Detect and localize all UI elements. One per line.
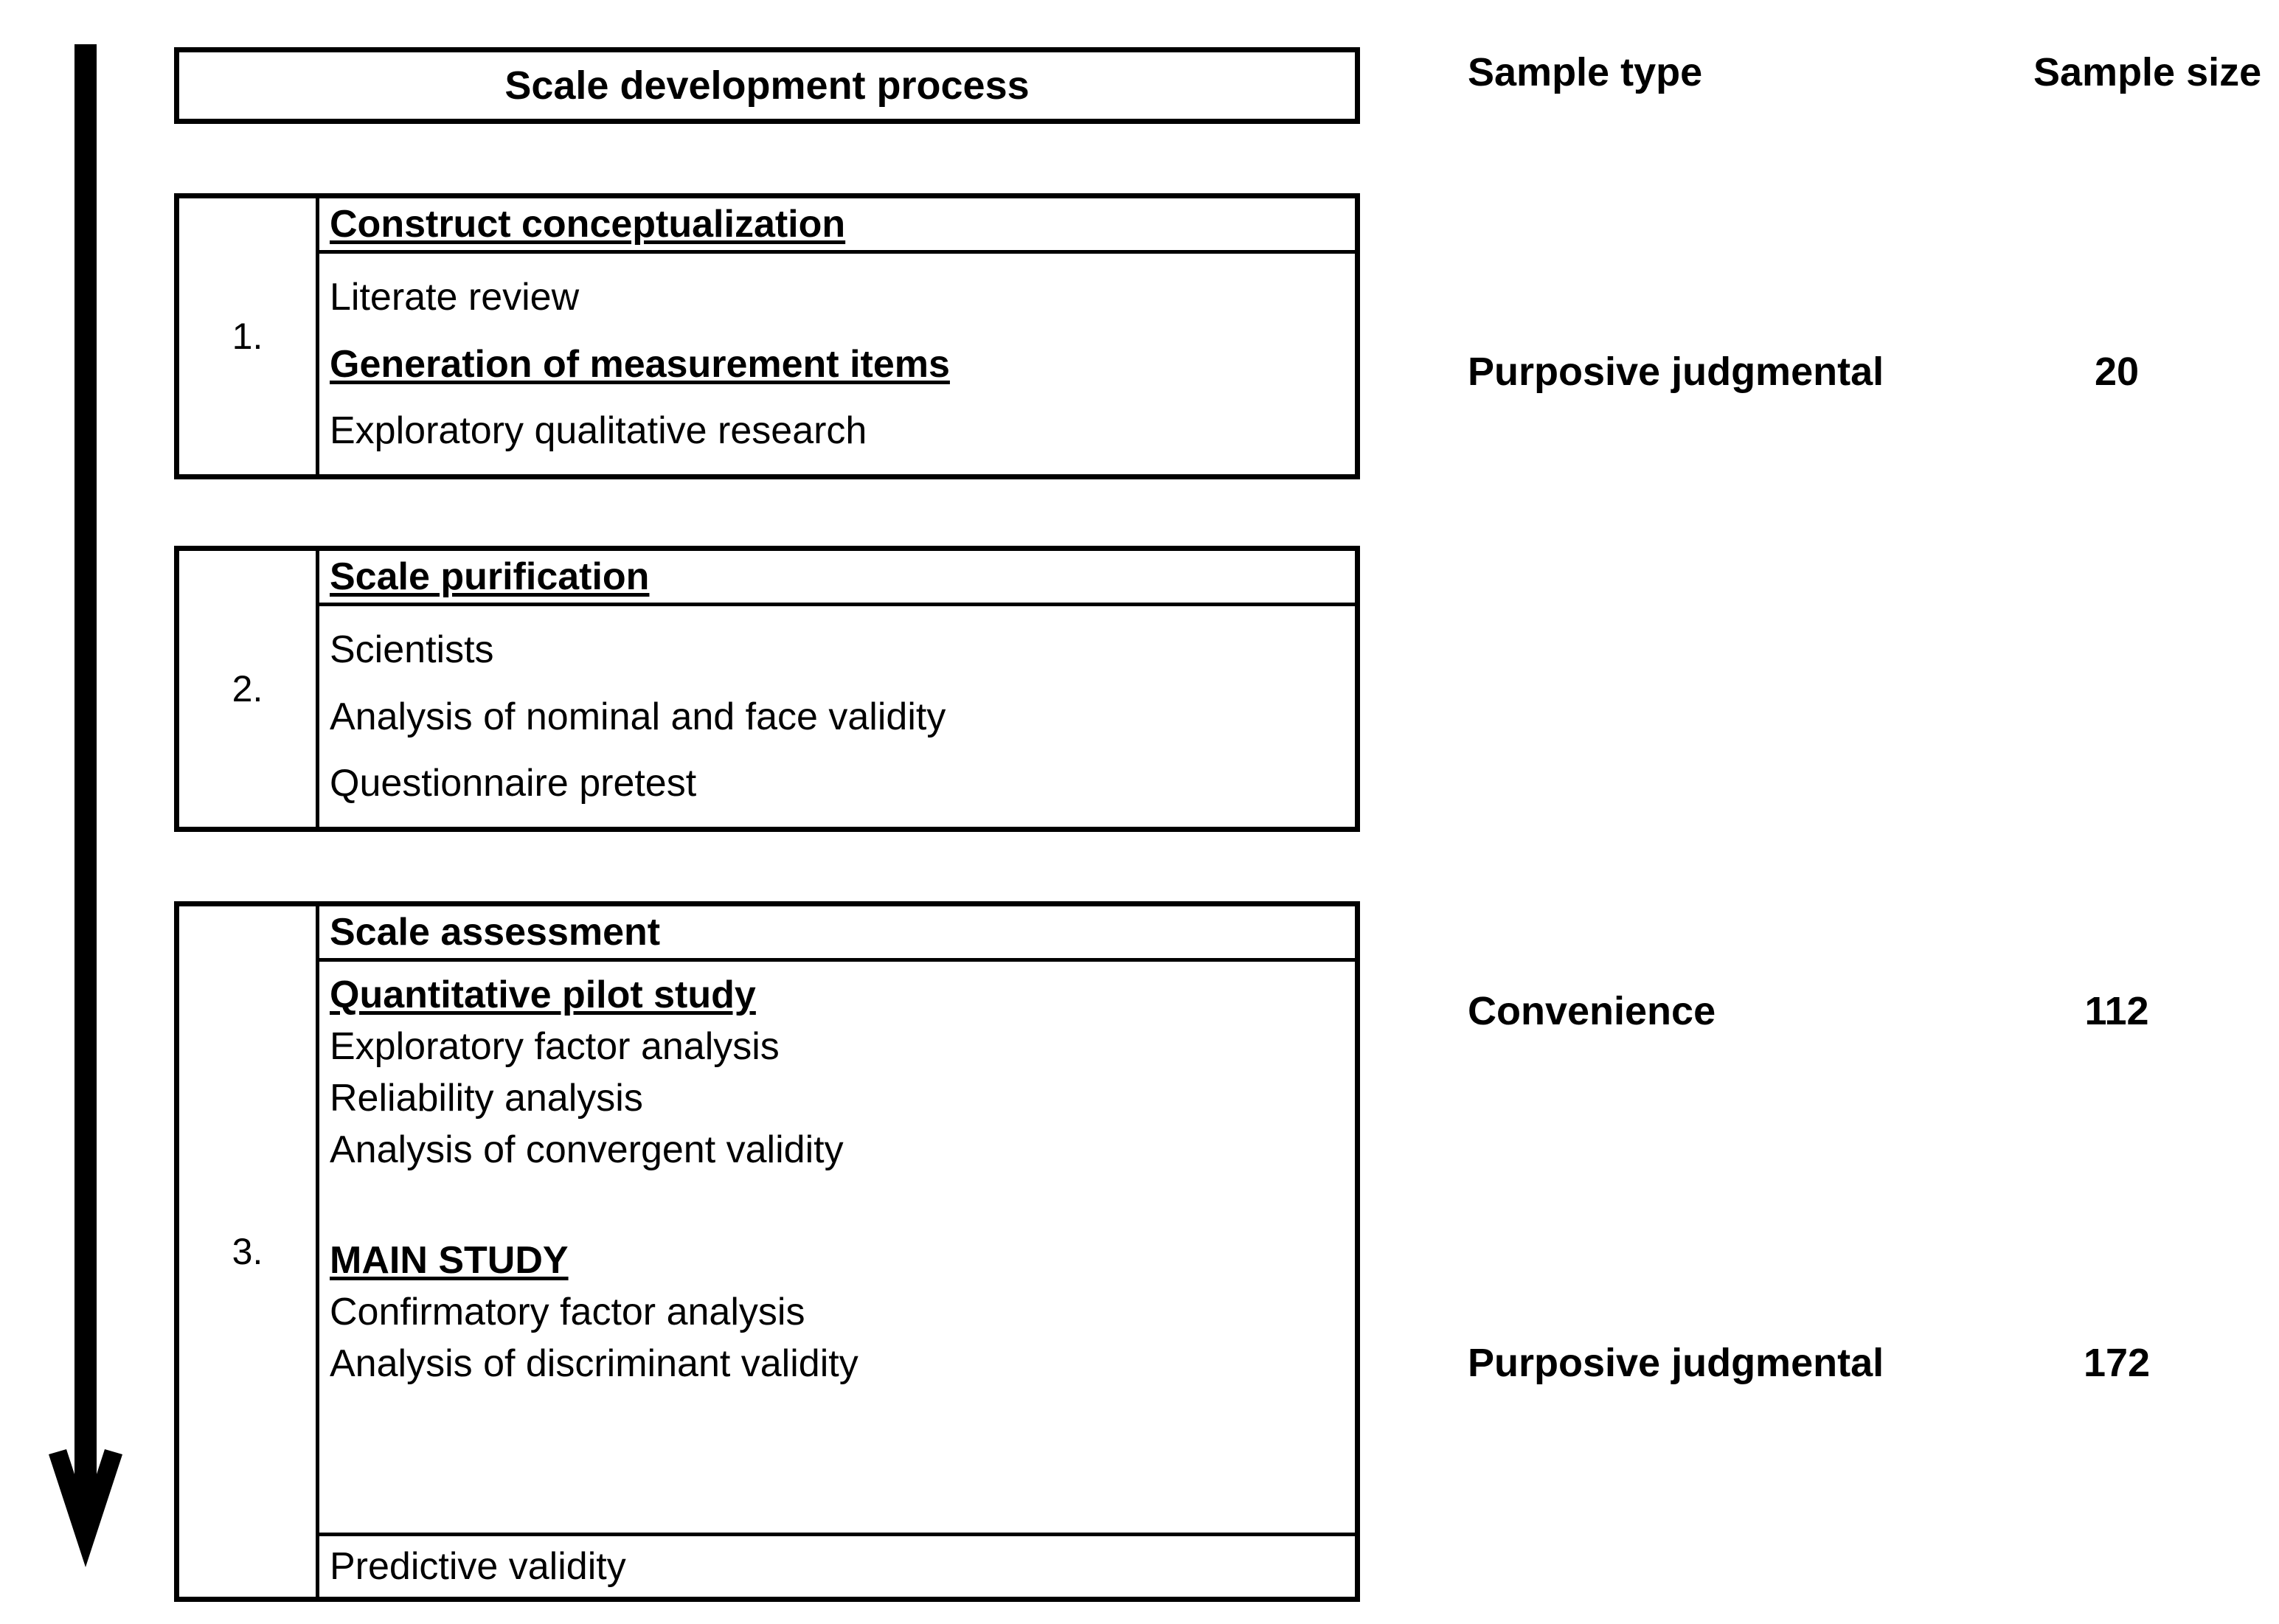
- stage-item: Quantitative pilot study: [330, 969, 1355, 1021]
- stage-heading-row-1: Construct conceptualization: [319, 198, 1355, 254]
- stage-item: Questionnaire pretest: [330, 761, 697, 805]
- scale-development-process-title-box: Scale development process: [174, 47, 1360, 124]
- stage-heading-3: Scale assessment: [330, 911, 661, 954]
- stage-heading-row-2: Scale purification: [319, 551, 1355, 606]
- sample-type-column-header: Sample type: [1468, 50, 1703, 94]
- stage-rows-1: Construct conceptualization Literate rev…: [319, 198, 1355, 474]
- stage-box-3: 3. Scale assessment Quantitative pilot s…: [174, 901, 1360, 1602]
- stage-item: Generation of measurement items: [330, 339, 1355, 390]
- down-arrow-icon: [49, 44, 122, 1567]
- stage-number-3: 3.: [232, 1231, 263, 1272]
- stage-item: Exploratory factor analysis: [330, 1025, 780, 1068]
- stage-body-1: Literate review Generation of measuremen…: [319, 254, 1355, 474]
- sample-size-value-1: 20: [2094, 350, 2140, 394]
- stage-heading-1: Construct conceptualization: [330, 203, 846, 246]
- stage-item-label: MAIN STUDY: [330, 1239, 569, 1282]
- stage-item: MAIN STUDY: [330, 1235, 1355, 1286]
- stage-item-spacer: [330, 1176, 1355, 1235]
- stage-number-2: 2.: [232, 668, 263, 709]
- stage-item: Analysis of discriminant validity: [330, 1342, 858, 1385]
- stage-item-label: Quantitative pilot study: [330, 974, 756, 1016]
- sample-size-column-header: Sample size: [2033, 50, 2262, 94]
- sample-type-value-1: Purposive judgmental: [1468, 350, 1884, 394]
- stage-footer-row-3: Predictive validity: [319, 1533, 1355, 1597]
- stage-number-1: 1.: [232, 316, 263, 357]
- stage-item: Analysis of nominal and face validity: [330, 695, 946, 738]
- page-title: Scale development process: [504, 63, 1030, 108]
- stage-number-cell-3: 3.: [179, 906, 319, 1597]
- stage-item: Literate review: [330, 276, 580, 319]
- stage-item-label: Generation of measurement items: [330, 342, 950, 386]
- sample-type-value-2: Convenience: [1468, 989, 1716, 1033]
- stage-item: Reliability analysis: [330, 1077, 643, 1120]
- stage-number-cell-2: 2.: [179, 551, 319, 827]
- sample-type-value-3: Purposive judgmental: [1468, 1341, 1884, 1385]
- stage-item: Confirmatory factor analysis: [330, 1291, 805, 1333]
- stage-item: Scientists: [330, 628, 494, 672]
- sample-size-value-2: 112: [2084, 989, 2149, 1033]
- stage-item: Exploratory qualitative research: [330, 409, 867, 452]
- stage-box-1: 1. Construct conceptualization Literate …: [174, 193, 1360, 479]
- stage-body-2: Scientists Analysis of nominal and face …: [319, 606, 1355, 827]
- stage-item: Predictive validity: [330, 1545, 626, 1588]
- sample-size-value-3: 172: [2083, 1341, 2151, 1385]
- stage-box-2: 2. Scale purification Scientists Analysi…: [174, 546, 1360, 832]
- stage-heading-2: Scale purification: [330, 555, 650, 598]
- stage-item: Analysis of convergent validity: [330, 1128, 844, 1171]
- stage-heading-row-3: Scale assessment: [319, 906, 1355, 962]
- stage-number-cell-1: 1.: [179, 198, 319, 474]
- stage-body-3: Quantitative pilot study Exploratory fac…: [319, 962, 1355, 1533]
- stage-rows-2: Scale purification Scientists Analysis o…: [319, 551, 1355, 827]
- process-flow-arrow: [44, 44, 140, 1586]
- stage-rows-3: Scale assessment Quantitative pilot stud…: [319, 906, 1355, 1597]
